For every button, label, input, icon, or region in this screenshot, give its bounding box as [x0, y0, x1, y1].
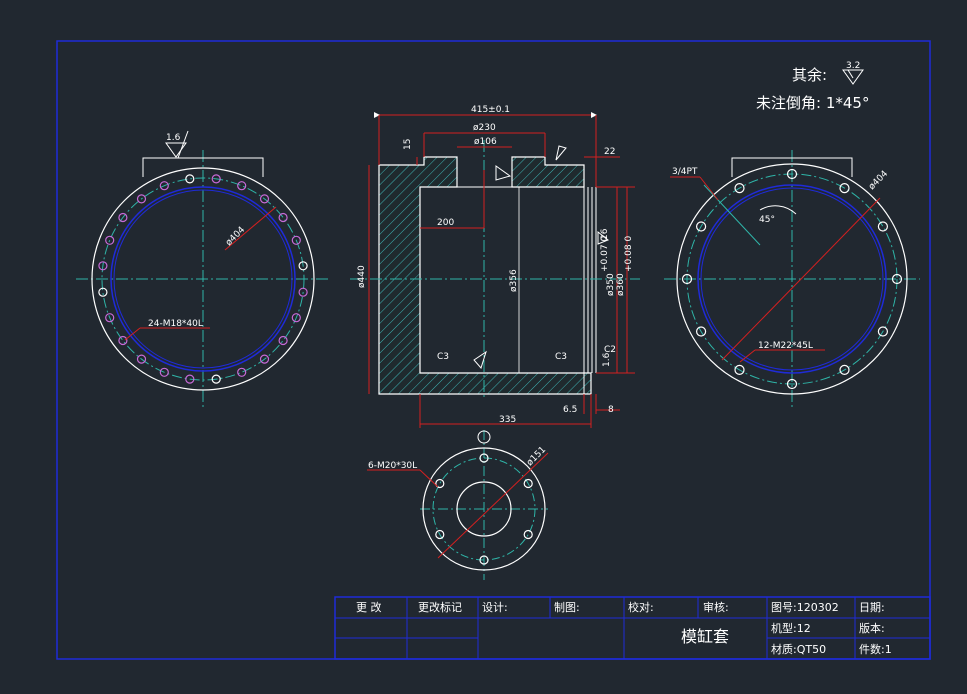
- bolt-hole: [105, 313, 115, 323]
- chamfer-c3-left: C3: [437, 352, 449, 362]
- dim-small-bore: ø106: [474, 137, 497, 147]
- tb-drawing-no: 图号:120302: [771, 601, 839, 614]
- bolt-hole: [695, 221, 707, 232]
- dim-22: 22: [604, 147, 615, 157]
- bolt-hole: [435, 478, 445, 489]
- chamfer-c2: C2: [604, 345, 616, 355]
- bolt-hole: [185, 174, 195, 184]
- bolt-hole: [136, 354, 147, 364]
- tb-review: 审核:: [703, 600, 729, 614]
- dim-26: 26: [600, 228, 610, 240]
- left-flange-view: 1.6 ø404 24-M18*40L: [76, 130, 330, 410]
- tb-date: 日期:: [859, 601, 885, 614]
- dim-15: 15: [403, 139, 413, 150]
- bolt-hole: [159, 181, 169, 191]
- bottom-flange-view: ø151 6-M20*30L: [367, 430, 549, 580]
- right-pcd: ø404: [867, 169, 890, 192]
- bolt-hole: [695, 326, 707, 337]
- tb-revise-mark: 更改标记: [418, 600, 462, 614]
- tb-quantity: 件数:1: [859, 643, 892, 656]
- bolt-hole: [98, 261, 108, 271]
- dim-bore-c: ø360: [616, 273, 626, 296]
- bolt-hole: [298, 261, 308, 271]
- bolt-hole: [786, 168, 798, 180]
- dim-6-5: 6.5: [563, 405, 577, 415]
- bolt-hole: [98, 287, 108, 297]
- right-flange-view: 45° 3/4PT ø404 12-M22*45L: [664, 150, 920, 410]
- bolt-hole: [734, 183, 745, 194]
- bolt-hole: [681, 273, 693, 285]
- bolt-hole: [259, 194, 270, 204]
- surface-roughness-value: 3.2: [846, 61, 860, 71]
- bolt-hole: [278, 212, 288, 223]
- bolt-hole: [118, 335, 128, 346]
- bolt-hole: [839, 183, 850, 194]
- dim-200: 200: [437, 218, 454, 228]
- bottom-thread-spec: 6-M20*30L: [368, 461, 417, 471]
- tb-part-name: 模缸套: [681, 627, 729, 646]
- right-angle: 45°: [759, 215, 775, 225]
- bolt-hole: [259, 354, 270, 364]
- dim-bore: ø356: [509, 269, 519, 292]
- bolt-hole: [185, 374, 195, 384]
- bolt-hole: [479, 555, 489, 565]
- tb-drawing: 制图:: [554, 601, 580, 614]
- tb-material: 材质:QT50: [771, 642, 826, 656]
- dim-bore-b: ø350: [606, 273, 616, 296]
- bolt-hole: [435, 529, 445, 540]
- bolt-hole: [211, 374, 221, 384]
- bolt-hole: [523, 478, 533, 489]
- right-port: 3/4PT: [672, 167, 698, 177]
- bolt-hole: [237, 367, 247, 377]
- tb-check: 校对:: [628, 600, 654, 614]
- bolt-hole: [211, 174, 221, 184]
- tb-version: 版本:: [859, 621, 885, 635]
- bolt-hole: [877, 326, 889, 337]
- bolt-hole: [278, 335, 288, 346]
- dim-od: ø440: [357, 265, 367, 288]
- dim-bore-c-tol: +0.08 0: [624, 236, 634, 272]
- bolt-hole: [877, 221, 889, 232]
- section-view: 415±0.1 ø230 ø106 15 22 200 ø440 ø356 ø3…: [350, 105, 640, 428]
- right-thread-spec: 12-M22*45L: [758, 341, 813, 351]
- bolt-hole: [523, 529, 533, 540]
- dim-overall-length: 415±0.1: [471, 105, 510, 115]
- bolt-hole: [734, 364, 745, 375]
- dim-flange-od: ø230: [473, 123, 496, 133]
- tb-model: 机型:12: [771, 621, 811, 635]
- bolt-hole: [136, 194, 147, 204]
- bolt-hole: [786, 378, 798, 390]
- left-roughness: 1.6: [166, 133, 181, 143]
- bolt-hole: [479, 453, 489, 463]
- surface-label: 其余:: [792, 66, 827, 84]
- tb-design: 设计:: [482, 601, 508, 614]
- title-block: 更 改 更改标记 设计: 制图: 校对: 审核: 图号:120302 日期: 模…: [334, 596, 931, 660]
- dim-8: 8: [608, 405, 614, 415]
- roughness-symbol-icon: [842, 69, 864, 85]
- bolt-hole: [118, 212, 128, 223]
- bolt-hole: [105, 235, 115, 245]
- tb-revise: 更 改: [356, 600, 382, 614]
- bolt-hole: [291, 313, 301, 323]
- bolt-hole: [298, 287, 308, 297]
- bolt-hole: [839, 364, 850, 375]
- chamfer-c3-right: C3: [555, 352, 567, 362]
- general-notes: 其余: 3.2 未注倒角: 1*45°: [756, 61, 869, 112]
- dim-335: 335: [499, 415, 516, 425]
- left-thread-spec: 24-M18*40L: [148, 319, 203, 329]
- bolt-hole: [291, 235, 301, 245]
- left-pcd: ø404: [224, 225, 247, 248]
- bolt-hole: [891, 273, 903, 285]
- bolt-hole: [159, 367, 169, 377]
- section-roughness-16: 1.6: [602, 352, 612, 367]
- chamfer-note: 未注倒角: 1*45°: [756, 94, 869, 112]
- bolt-hole: [237, 181, 247, 191]
- dim-bore-b-tol: +0.07 0: [600, 236, 610, 272]
